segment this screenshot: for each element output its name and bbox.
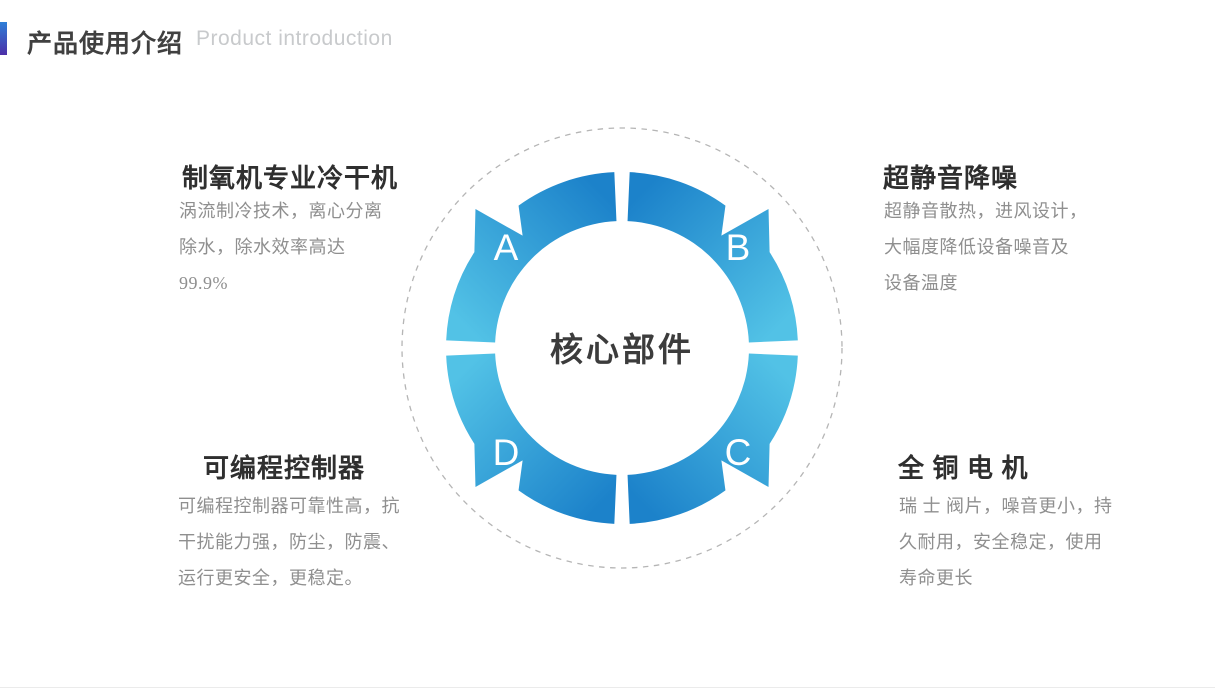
page-subtitle: Product introduction xyxy=(196,27,393,50)
feature-line: 大幅度降低设备噪音及 xyxy=(884,237,1069,257)
feature-title-top-right: 超静音降噪 xyxy=(883,164,1019,193)
diagram-center-label: 核心部件 xyxy=(550,333,694,369)
segment-letter-c: C xyxy=(725,432,752,473)
feature-line: 久耐用，安全稳定，使用 xyxy=(899,532,1103,552)
header-accent-bar xyxy=(0,22,7,55)
segment-arc-b xyxy=(627,172,798,343)
feature-line: 99.9% xyxy=(179,273,228,293)
segment-arc-c xyxy=(627,353,798,524)
feature-body-bottom-left: 可编程控制器可靠性高，抗 干扰能力强，防尘，防震、 运行更安全，更稳定。 xyxy=(178,488,400,596)
feature-title-bottom-left: 可编程控制器 xyxy=(203,454,366,483)
segment-letter-a: A xyxy=(494,227,519,268)
dashed-ring xyxy=(401,127,843,569)
page-title: 产品使用介绍 xyxy=(27,30,184,58)
feature-line: 除水，除水效率高达 xyxy=(179,237,346,257)
feature-line: 超静音散热，进风设计， xyxy=(884,201,1088,221)
core-components-diagram: A B C D xyxy=(401,127,843,569)
segment-letter-b: B xyxy=(726,227,751,268)
feature-title-top-left: 制氧机专业冷干机 xyxy=(182,164,399,193)
segment-arc-a xyxy=(446,172,617,343)
feature-line: 设备温度 xyxy=(884,273,958,293)
feature-line: 涡流制冷技术，离心分离 xyxy=(179,201,383,221)
feature-title-bottom-right: 全 铜 电 机 xyxy=(898,454,1029,483)
feature-body-top-right: 超静音散热，进风设计， 大幅度降低设备噪音及 设备温度 xyxy=(884,193,1088,301)
feature-line: 运行更安全，更稳定。 xyxy=(178,568,363,588)
feature-line: 可编程控制器可靠性高，抗 xyxy=(178,496,400,516)
feature-line: 瑞 士 阀片，噪音更小，持 xyxy=(899,496,1113,516)
feature-line: 干扰能力强，防尘，防震、 xyxy=(178,532,400,552)
segment-letter-d: D xyxy=(493,432,520,473)
segment-arc-d xyxy=(446,353,617,524)
feature-body-bottom-right: 瑞 士 阀片，噪音更小，持 久耐用，安全稳定，使用 寿命更长 xyxy=(899,488,1113,596)
feature-body-top-left: 涡流制冷技术，离心分离 除水，除水效率高达 99.9% xyxy=(179,193,383,301)
feature-line: 寿命更长 xyxy=(899,568,973,588)
